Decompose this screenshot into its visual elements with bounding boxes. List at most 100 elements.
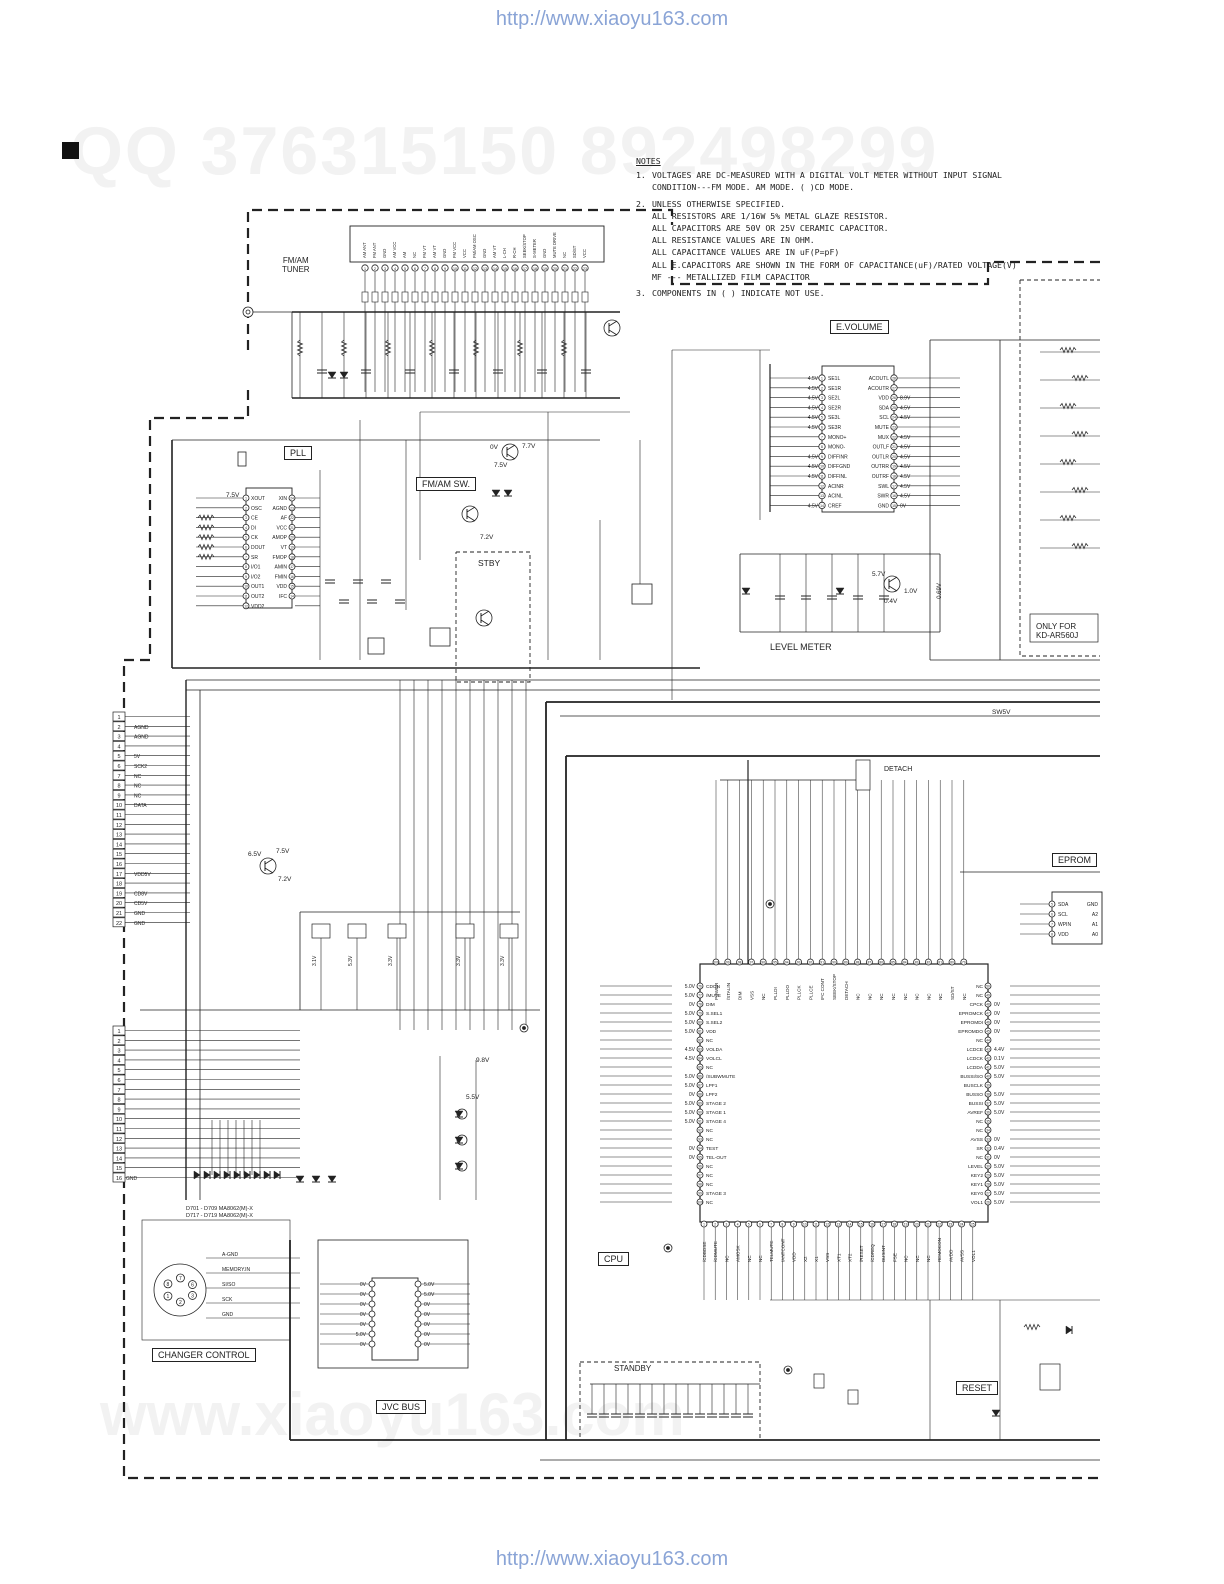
- cpu-pin-name: BUSSI: [969, 1101, 983, 1107]
- cpu-pin-number: 100: [713, 961, 719, 965]
- note-line: ALL RESISTORS ARE 1/16W 5% METAL GLAZE R…: [636, 210, 1017, 222]
- dashed-frame: [122, 390, 1100, 1480]
- jvc-pin: [368, 1320, 376, 1328]
- evolume-pin-number: 25: [892, 406, 896, 410]
- footer-url[interactable]: http://www.xiaoyu163.com: [495, 1548, 729, 1570]
- cpu-pin-name: AVDD: [948, 1249, 953, 1262]
- cpu-pin-number: 14: [848, 1223, 852, 1227]
- voltage-label: 4.5V: [900, 445, 911, 451]
- tuner-pin-name: NC: [562, 252, 567, 258]
- voltage-label: 0V: [424, 1332, 431, 1338]
- connector-pin-number: 1: [117, 1029, 120, 1035]
- cpu-pin-name: TEL-OUT: [706, 1155, 727, 1161]
- tuner-pin-name: L-CH: [502, 248, 507, 258]
- tuner-pin-name: AM ANT: [362, 242, 367, 258]
- pll-pin-number: 4: [245, 526, 247, 530]
- cpu-pin-number: 2: [714, 1223, 716, 1227]
- cpu-pin-number: 36: [986, 1111, 990, 1115]
- cpu-pin: [984, 1099, 992, 1107]
- cpu-pin-name: LCDCE: [967, 1047, 983, 1053]
- din-pin-number: 2: [179, 1300, 182, 1306]
- voltage-label: 5.0V: [356, 1332, 367, 1338]
- crystal: [847, 1389, 859, 1405]
- cpu-pin-name: /RESET: [859, 1245, 864, 1262]
- evolume-pin-number: 8: [821, 445, 823, 449]
- cpu-pin-number: 87: [868, 961, 872, 965]
- voltage-box: [551, 291, 559, 303]
- cpu-pin-name: NC: [976, 993, 983, 999]
- cpu-pin-name: CPCK: [970, 1002, 984, 1008]
- cpu-pin-number: 13: [837, 1223, 841, 1227]
- cpu-pin-name: XT1: [836, 1253, 841, 1262]
- voltage-box: [471, 291, 479, 303]
- voltage-label: 7.5V: [226, 492, 240, 499]
- cpu-pin-name: VDD: [706, 1029, 717, 1035]
- jvc-pin: [414, 1330, 422, 1338]
- cpu-pin-number: 46: [986, 1021, 990, 1025]
- evolume-pin-name: ACOUTL: [869, 376, 890, 382]
- voltage-label: 4.5V: [900, 405, 911, 411]
- cpu-pin-number: 48: [986, 1003, 990, 1007]
- switch-ic: [631, 583, 653, 605]
- evolume-pin-name: DIFFGND: [828, 464, 851, 470]
- evolume-pin-name: MUX: [878, 435, 890, 441]
- resistor-symbol: [197, 523, 215, 531]
- cpu-pin-number: 41: [986, 1066, 990, 1070]
- cpu-pin: [696, 1063, 704, 1071]
- note-number: 1.: [636, 170, 646, 181]
- pll-ic: [245, 487, 293, 609]
- voltage-label: 0V: [689, 1092, 696, 1098]
- voltage-box: [481, 291, 489, 303]
- pll-pin-number: 1: [245, 497, 247, 501]
- tuner-pin-number: 5: [404, 267, 406, 271]
- pll-pin-name: SR: [251, 555, 258, 561]
- cpu-pin-number: 99: [726, 961, 730, 965]
- voltage-box: [391, 291, 399, 303]
- voltage-label: 5.0V: [994, 1092, 1005, 1098]
- cpu-pin-name: VOLCL: [706, 1056, 722, 1062]
- cpu-pin-name: VSS: [825, 1253, 830, 1262]
- evolume-pin-number: 17: [892, 484, 896, 488]
- transistor-symbol: [264, 867, 274, 874]
- cpu-pin: [696, 1009, 704, 1017]
- note-text: ALL CAPACITANCE VALUES ARE IN uF(P=pF): [652, 247, 840, 258]
- cpu-pin-number: 29: [986, 1174, 990, 1178]
- pll-pin-number: 2: [245, 506, 247, 510]
- evolume-pin-name: OUTLF: [873, 445, 889, 451]
- connector-pin-name: DATA: [134, 803, 147, 809]
- voltage-box: [451, 291, 459, 303]
- jvc-pin: [368, 1310, 376, 1318]
- crystal: [237, 451, 247, 467]
- pll-pin-number: 14: [290, 595, 294, 599]
- voltage-label: 5.0V: [994, 1065, 1005, 1071]
- cpu-pin: [696, 1027, 704, 1035]
- connector-pin-number: 7: [117, 1088, 120, 1094]
- pll-label: PLL: [284, 446, 313, 460]
- cpu-pin-number: 88: [856, 961, 860, 965]
- pll-pin-name: FMIN: [275, 574, 288, 580]
- cpu-pin-number: 1: [703, 1223, 705, 1227]
- connector-pin-name: CD8V: [134, 891, 148, 897]
- connector-pin-number: 14: [116, 842, 122, 848]
- cpu-pin-name: EPROMDO: [958, 1029, 983, 1035]
- voltage-box: [401, 291, 409, 303]
- voltage-label: 0.4V: [884, 598, 898, 605]
- cpu-pin-number: 32: [986, 1147, 990, 1151]
- diode-symbol: [273, 1170, 281, 1180]
- cpu-pin-name: NC: [976, 1119, 983, 1125]
- pll-pin-name: I/O1: [251, 565, 261, 571]
- changer-pin-name: SCK: [222, 1297, 233, 1303]
- transistor-symbol: [506, 453, 516, 460]
- voltage-label: 3.3V: [388, 955, 394, 966]
- cpu-pin-name: /CDMUTE: [713, 1241, 718, 1262]
- pll-pin-number: 10: [244, 585, 248, 589]
- eprom-pin-number: 8: [1051, 933, 1053, 937]
- cpu-pin: [696, 1036, 704, 1044]
- header-url[interactable]: http://www.xiaoyu163.com: [495, 8, 729, 30]
- din-pin: [188, 1280, 197, 1289]
- din-pin-number: 3: [191, 1293, 194, 1299]
- cpu-pin-name: FSE: [892, 1253, 897, 1262]
- cpu-pin-number: 77: [698, 994, 702, 998]
- connector-pin-number: 8: [117, 784, 120, 790]
- voltage-label: 0V: [994, 1155, 1001, 1161]
